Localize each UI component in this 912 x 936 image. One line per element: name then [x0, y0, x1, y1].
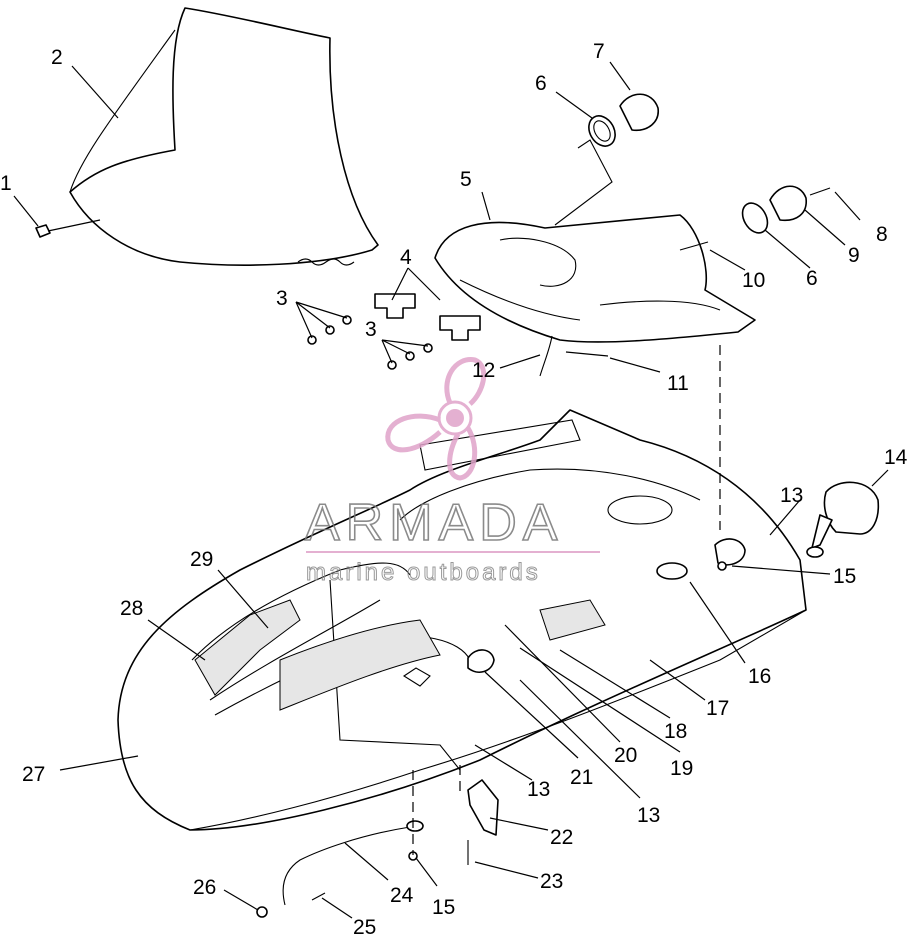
callout-15b: 15: [432, 896, 455, 919]
callout-26: 26: [193, 876, 216, 899]
lower-hardware: [256, 561, 727, 918]
callout-13c: 13: [637, 804, 660, 827]
callout-16: 16: [748, 665, 771, 688]
alignment-lines: [412, 345, 721, 855]
callout-3a: 3: [276, 287, 288, 310]
callout-25: 25: [353, 916, 376, 936]
callout-7: 7: [593, 40, 605, 63]
callout-8: 8: [876, 223, 888, 246]
callout-6a: 6: [535, 72, 547, 95]
callout-27: 27: [22, 763, 45, 786]
armada-watermark: ARMADA marine outboards: [304, 357, 600, 587]
cable-connector: [539, 335, 609, 377]
callout-17: 17: [706, 697, 729, 720]
callout-13a: 13: [780, 484, 803, 507]
callout-5: 5: [460, 168, 472, 191]
windshield: [69, 7, 379, 266]
callout-2: 2: [51, 46, 63, 69]
callout-21: 21: [570, 766, 593, 789]
propeller-logo-icon: [385, 357, 487, 481]
callout-14: 14: [884, 446, 908, 469]
callout-10: 10: [742, 269, 765, 292]
callout-11: 11: [667, 372, 689, 395]
callout-22: 22: [550, 826, 573, 849]
gauge-parts: [554, 93, 831, 251]
mirror: [806, 481, 880, 558]
callout-3b: 3: [365, 318, 377, 341]
watermark-subtitle: marine outboards: [306, 559, 541, 586]
callout-15a: 15: [833, 565, 856, 588]
callout-4: 4: [400, 246, 412, 269]
screw-1: [35, 219, 101, 238]
callout-23: 23: [540, 870, 563, 893]
callout-12: 12: [472, 359, 495, 382]
callout-24: 24: [390, 884, 414, 907]
instrument-console: [434, 214, 756, 343]
callout-9: 9: [848, 244, 860, 267]
callout-1: 1: [0, 172, 12, 195]
callout-13b: 13: [527, 778, 550, 801]
bracket-hardware: [307, 293, 481, 370]
callout-28: 28: [120, 597, 143, 620]
leader-lines: [13, 61, 889, 919]
callout-20: 20: [614, 744, 637, 767]
callout-18: 18: [664, 720, 687, 743]
callout-29: 29: [190, 548, 213, 571]
callout-6b: 6: [806, 267, 818, 290]
callout-19: 19: [670, 757, 693, 780]
hood-body: [117, 409, 807, 831]
watermark-title: ARMADA: [305, 494, 563, 552]
